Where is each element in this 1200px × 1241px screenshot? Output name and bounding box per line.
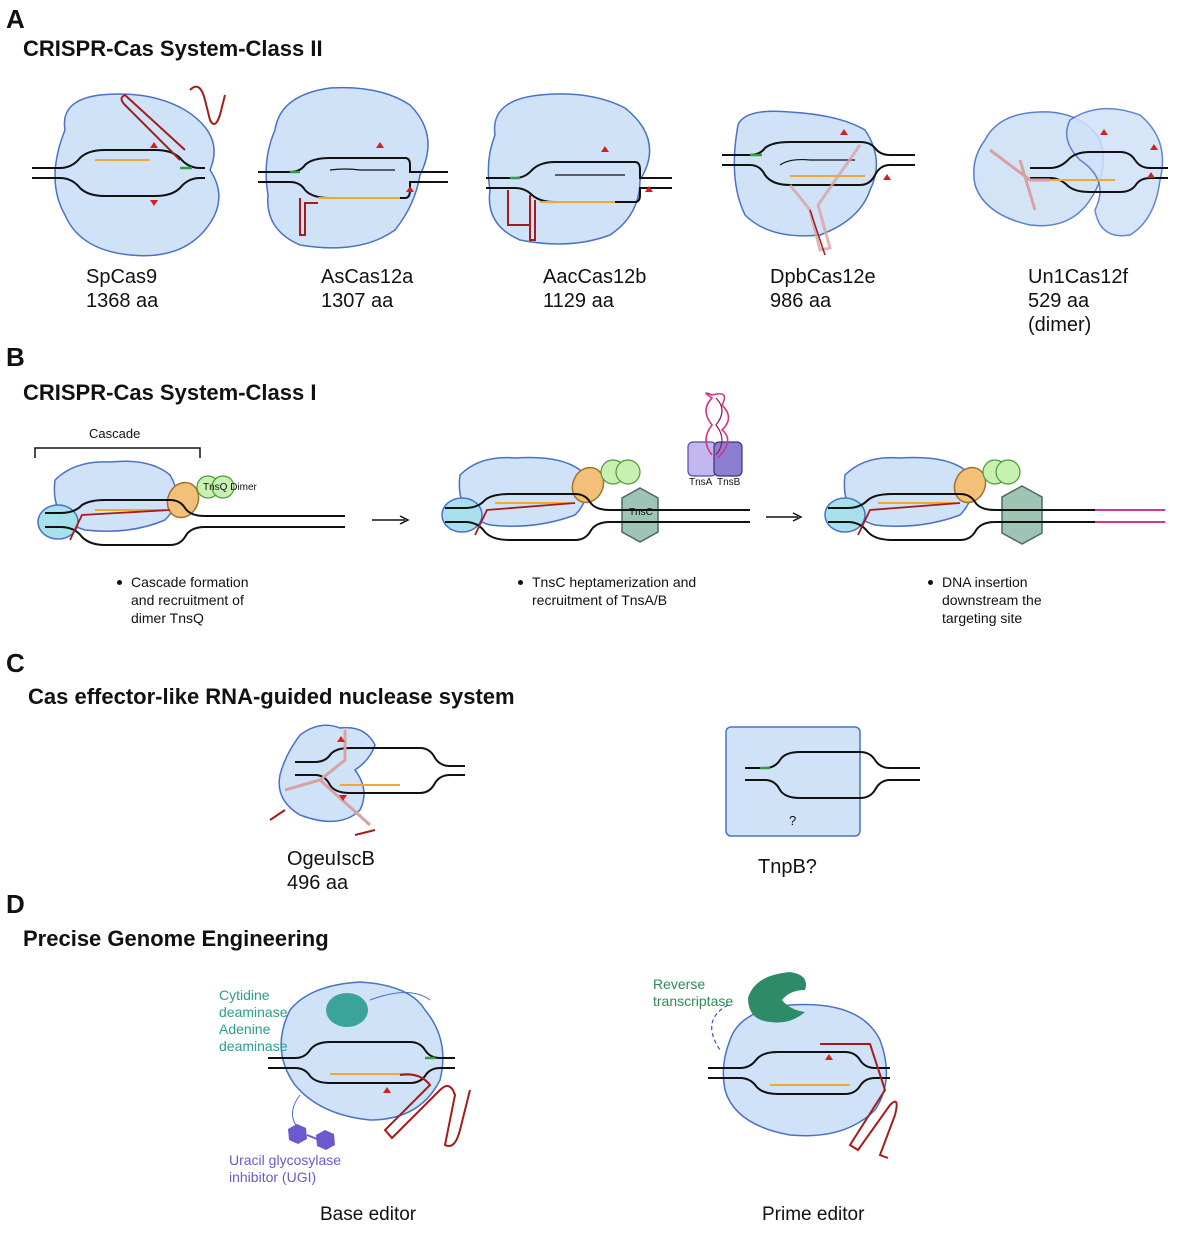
panel-d-title: Precise Genome Engineering (23, 926, 329, 951)
class1-step3-diagram (824, 456, 1165, 545)
tnpb-question-mark: ? (789, 813, 797, 828)
protein-size-spcas9: 1368 aa (86, 290, 159, 312)
panel-b-title: CRISPR-Cas System-Class I (23, 380, 317, 405)
step3-line3: targeting site (942, 610, 1023, 626)
tnpb-diagram (725, 726, 920, 837)
ugi-line1: Uracil glycosylase (229, 1152, 342, 1168)
prime-editor-diagram (708, 972, 898, 1159)
ogeuiscb-diagram (269, 724, 465, 836)
spcas9-diagram (32, 85, 226, 257)
un1cas12f-diagram (973, 107, 1168, 237)
protein-name-aaccas12b: AacCas12b (543, 266, 647, 288)
protein-size-un1cas12f: 529 aa (1028, 290, 1090, 312)
deaminase-shape (326, 993, 368, 1027)
tnsb-label: TnsB (717, 477, 741, 488)
step3-line2: downstream the (942, 592, 1042, 608)
protein-note-un1cas12f: (dimer) (1028, 314, 1092, 336)
rt-line1: Reverse (653, 976, 706, 992)
tnsa-label: TnsA (689, 477, 713, 488)
step2-line2: recruitment of TnsA/B (532, 592, 668, 608)
step1-line1: Cascade formation (131, 574, 249, 590)
ascas12a-diagram (258, 86, 448, 249)
deaminase-line2: deaminase (219, 1004, 288, 1020)
ogeuiscb-name: OgeuIscB (287, 848, 375, 870)
panel-a-title: CRISPR-Cas System-Class II (23, 36, 323, 61)
arrow-step2 (766, 512, 803, 522)
protein-size-ascas12a: 1307 aa (321, 290, 394, 312)
protein-name-spcas9: SpCas9 (86, 266, 158, 288)
prime-editor-label: Prime editor (762, 1204, 865, 1225)
bullet-dot-step2 (518, 580, 523, 585)
ogeuiscb-size: 496 aa (287, 872, 349, 894)
cascade-bracket (34, 447, 201, 458)
class1-step1-diagram (37, 460, 345, 546)
aaccas12b-diagram (486, 93, 672, 245)
tnsq-label: TnsQ Dimer (203, 482, 257, 493)
bullet-dot-step1 (117, 580, 122, 585)
panel-letter-d: D (6, 889, 25, 919)
step1-line2: and recruitment of (131, 592, 244, 608)
arrow-step1 (372, 515, 410, 525)
base-editor-label: Base editor (320, 1204, 417, 1225)
protein-size-dpbcas12e: 986 aa (770, 290, 832, 312)
panel-c-title: Cas effector-like RNA-guided nuclease sy… (28, 684, 515, 709)
panel-letter-a: A (6, 4, 25, 34)
bullet-dot-step3 (928, 580, 933, 585)
rt-line2: transcriptase (653, 993, 734, 1009)
tnsc-label: TnsC (629, 507, 653, 518)
ugi-shape-2 (316, 1130, 335, 1150)
cascade-label: Cascade (89, 426, 141, 441)
deaminase-line4: deaminase (219, 1038, 288, 1054)
panel-letter-b: B (6, 342, 25, 372)
step2-line1: TnsC heptamerization and (532, 574, 697, 590)
base-editor-diagram (268, 981, 471, 1150)
ugi-shape-1 (288, 1124, 307, 1144)
ugi-line2: inhibitor (UGI) (229, 1169, 317, 1185)
class1-step2-diagram (441, 392, 750, 543)
protein-name-un1cas12f: Un1Cas12f (1028, 266, 1129, 288)
step3-line1: DNA insertion (942, 574, 1028, 590)
tnpb-name: TnpB? (758, 856, 817, 878)
dpbcas12e-diagram (722, 110, 915, 256)
step1-line3: dimer TnsQ (131, 610, 204, 626)
deaminase-line1: Cytidine (219, 987, 270, 1003)
protein-name-dpbcas12e: DpbCas12e (770, 266, 876, 288)
protein-size-aaccas12b: 1129 aa (543, 290, 614, 312)
protein-name-ascas12a: AsCas12a (321, 266, 414, 288)
deaminase-line3: Adenine (219, 1021, 271, 1037)
panel-letter-c: C (6, 648, 25, 678)
